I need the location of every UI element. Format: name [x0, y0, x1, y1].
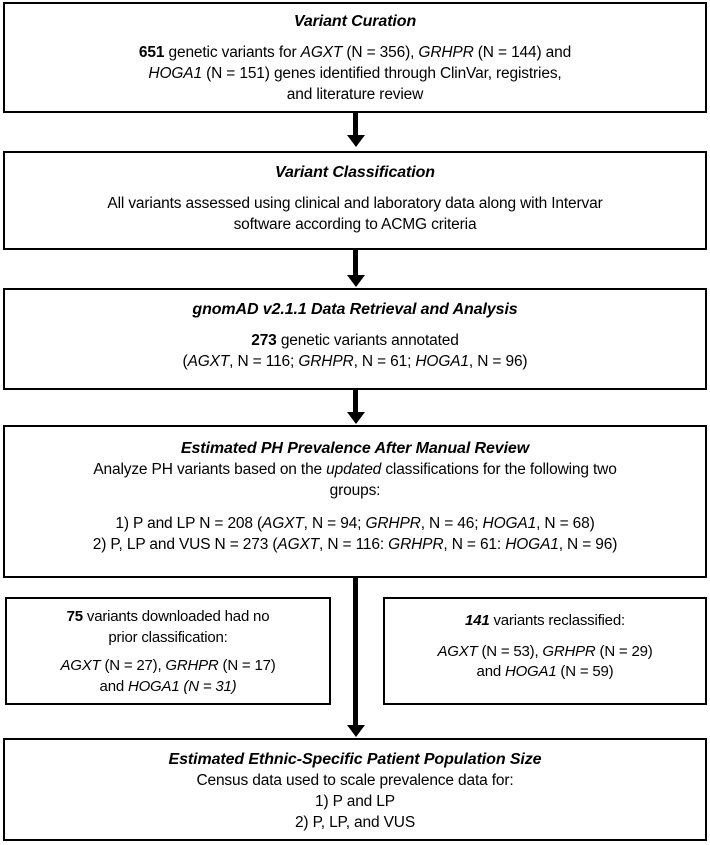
box-variant-curation: Variant Curation 651 genetic variants fo…: [3, 2, 707, 113]
text-line: AGXT (N = 53), GRHPR (N = 29): [437, 642, 653, 660]
box-reclassified-detail: AGXT (N = 53), GRHPR (N = 29) and HOGA1 (…: [391, 642, 699, 683]
text-line: 1) P and LP N = 208 (AGXT, N = 94; GRHPR…: [115, 515, 595, 532]
text-line: AGXT (N = 27), GRHPR (N = 17): [60, 657, 276, 674]
text-line: 141 variants reclassified:: [465, 612, 625, 629]
text-line: and HOGA1 (N = 31): [99, 677, 237, 695]
box-reclassified-heading: 141 variants reclassified:: [391, 611, 699, 632]
text-line: 1) P and LP: [315, 793, 395, 810]
box-gnomad-retrieval-title: gnomAD v2.1.1 Data Retrieval and Analysi…: [192, 301, 518, 318]
arrow-prevalence-to-population: [346, 578, 365, 738]
text-line: software according to ACMG criteria: [233, 216, 477, 233]
text-line: 273 genetic variants annotated: [251, 332, 459, 349]
box-population-size-body: Census data used to scale prevalence dat…: [11, 770, 699, 833]
box-population-size-title: Estimated Ethnic-Specific Patient Popula…: [168, 751, 542, 768]
text-line: 651 genetic variants for AGXT (N = 356),…: [138, 44, 572, 61]
text-line: groups:: [329, 482, 381, 499]
box-ph-prevalence: Estimated PH Prevalence After Manual Rev…: [3, 425, 707, 578]
box-ph-prevalence-body: Analyze PH variants based on the updated…: [11, 459, 699, 501]
text-line: 2) P, LP and VUS N = 273 (AGXT, N = 116:…: [92, 536, 618, 553]
text-line: HOGA1 (N = 151) genes identified through…: [148, 65, 562, 82]
box-gnomad-retrieval-body: 273 genetic variants annotated (AGXT, N =…: [11, 330, 699, 372]
box-ph-prevalence-groups: 1) P and LP N = 208 (AGXT, N = 94; GRHPR…: [11, 513, 699, 555]
box-variant-classification-title: Variant Classification: [275, 164, 435, 181]
text-line: and literature review: [286, 86, 424, 103]
text-line: and HOGA1 (N = 59): [476, 663, 614, 680]
box-variant-classification-body: All variants assessed using clinical and…: [11, 193, 699, 235]
box-no-prior-classification-detail: AGXT (N = 27), GRHPR (N = 17) and HOGA1 (…: [13, 656, 323, 697]
text-line: 75 variants downloaded had no: [66, 608, 270, 625]
arrow-classification-to-gnomad: [346, 250, 365, 288]
text-line: (AGXT, N = 116; GRHPR, N = 61; HOGA1, N …: [182, 353, 528, 370]
box-no-prior-classification-heading: 75 variants downloaded had no prior class…: [13, 607, 323, 648]
arrow-curation-to-classification: [346, 113, 365, 147]
text-line: Analyze PH variants based on the updated…: [93, 461, 617, 478]
text-line: Census data used to scale prevalence dat…: [196, 772, 514, 789]
box-gnomad-retrieval: gnomAD v2.1.1 Data Retrieval and Analysi…: [3, 288, 707, 390]
box-ph-prevalence-title: Estimated PH Prevalence After Manual Rev…: [180, 440, 530, 457]
text-line: 2) P, LP, and VUS: [294, 814, 416, 831]
box-no-prior-classification: 75 variants downloaded had no prior class…: [5, 597, 331, 705]
arrow-gnomad-to-prevalence: [346, 390, 365, 425]
box-variant-curation-title: Variant Curation: [293, 13, 417, 30]
box-variant-curation-body: 651 genetic variants for AGXT (N = 356),…: [11, 42, 699, 105]
box-population-size: Estimated Ethnic-Specific Patient Popula…: [3, 738, 707, 841]
box-variant-classification: Variant Classification All variants asse…: [3, 151, 707, 250]
text-line: All variants assessed using clinical and…: [107, 195, 603, 212]
box-reclassified: 141 variants reclassified: AGXT (N = 53)…: [383, 597, 707, 705]
text-line: prior classification:: [108, 628, 228, 646]
